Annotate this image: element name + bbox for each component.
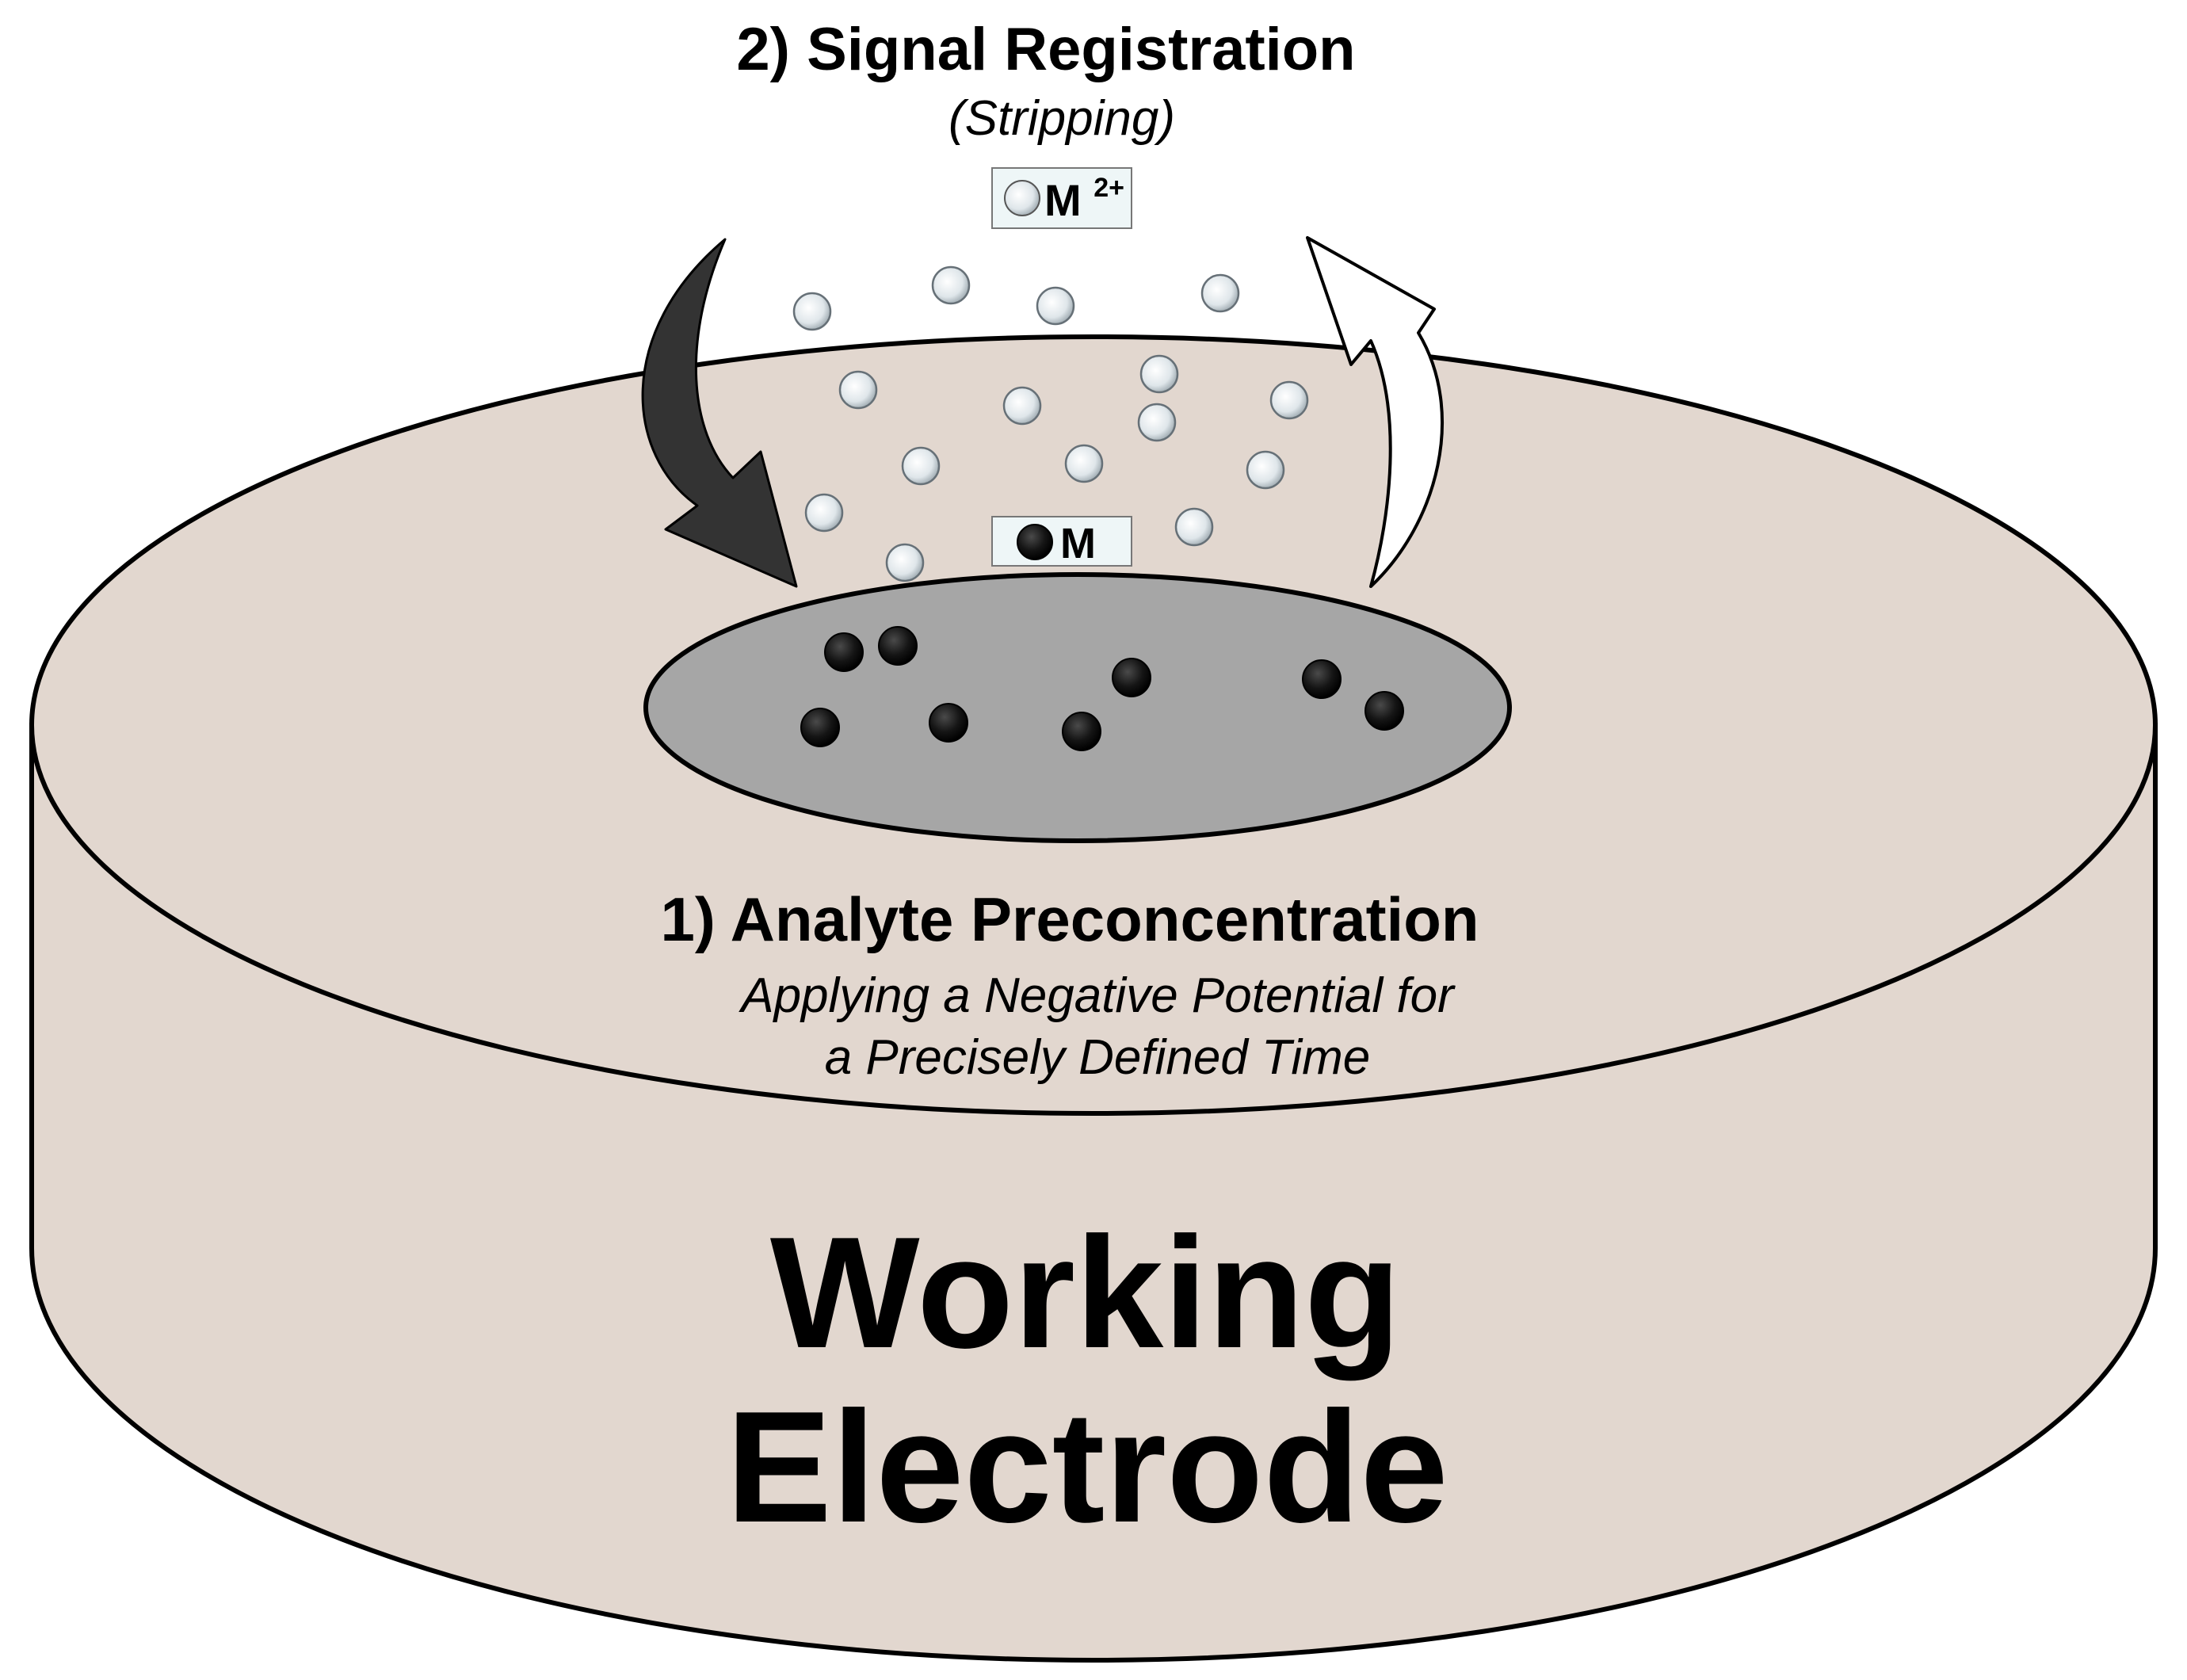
curved-arrow-down-icon [641,238,798,588]
deposited-metal-atom-5 [800,708,840,747]
metal-ion-13 [804,493,844,533]
metal-ion-6 [1002,386,1042,426]
metal-ion-8 [1269,380,1309,420]
deposited-metal-atom-1 [824,632,864,672]
metal-ion-14 [1174,507,1214,547]
metal-ion-circle-icon [1004,180,1040,216]
step1-line2: a Precisely Defined Time [825,1030,1371,1085]
deposited-metal-atom-7 [1062,712,1101,751]
step2-title: 2) Signal Registration [736,16,1355,83]
metal-ion-11 [1064,444,1104,483]
deposited-metal-atom-3 [1112,658,1151,697]
active-electrode-area [643,572,1512,843]
metal-ion-3 [1036,286,1075,326]
metal-ion-4 [1200,273,1240,313]
svg-text:M 2+: M 2+ [1044,173,1124,225]
metal-ion-10 [901,446,941,486]
metal-ion-2 [931,265,971,305]
metal-ion-15 [885,543,925,582]
metal-ions-in-solution [792,265,1309,582]
ion-legend-box: M 2+ [991,167,1132,229]
step1-title: 1) Analyte Preconcentration [660,884,1479,954]
deposited-metal-atom-8 [1364,691,1404,731]
electrode-label-line1: Working [770,1205,1401,1381]
metal-ion-9 [1137,403,1177,442]
electrode-body [29,334,2158,1663]
electrode-label-line2: Electrode [726,1379,1448,1556]
metal-ion-7 [1139,354,1179,394]
curved-arrow-up-icon [1306,236,1445,588]
deposited-metal-atom-4 [1302,659,1342,699]
deposited-metal-atom-2 [878,626,918,666]
metal-legend-box: M [991,516,1132,567]
metal-atom-dot-icon [1017,524,1053,560]
metal-ion-1 [792,292,832,331]
step2-subtitle: (Stripping) [948,91,1175,146]
metal-legend-symbol: M [1060,520,1096,567]
deposited-metal-atoms [800,626,1404,751]
ion-legend-symbol: M [1044,175,1082,225]
deposited-metal-atom-6 [929,703,968,743]
ion-legend-charge: 2+ [1094,173,1124,203]
metal-ion-5 [838,370,878,410]
step1-line1: Applying a Negative Potential for [738,968,1456,1023]
metal-ion-12 [1246,450,1285,490]
